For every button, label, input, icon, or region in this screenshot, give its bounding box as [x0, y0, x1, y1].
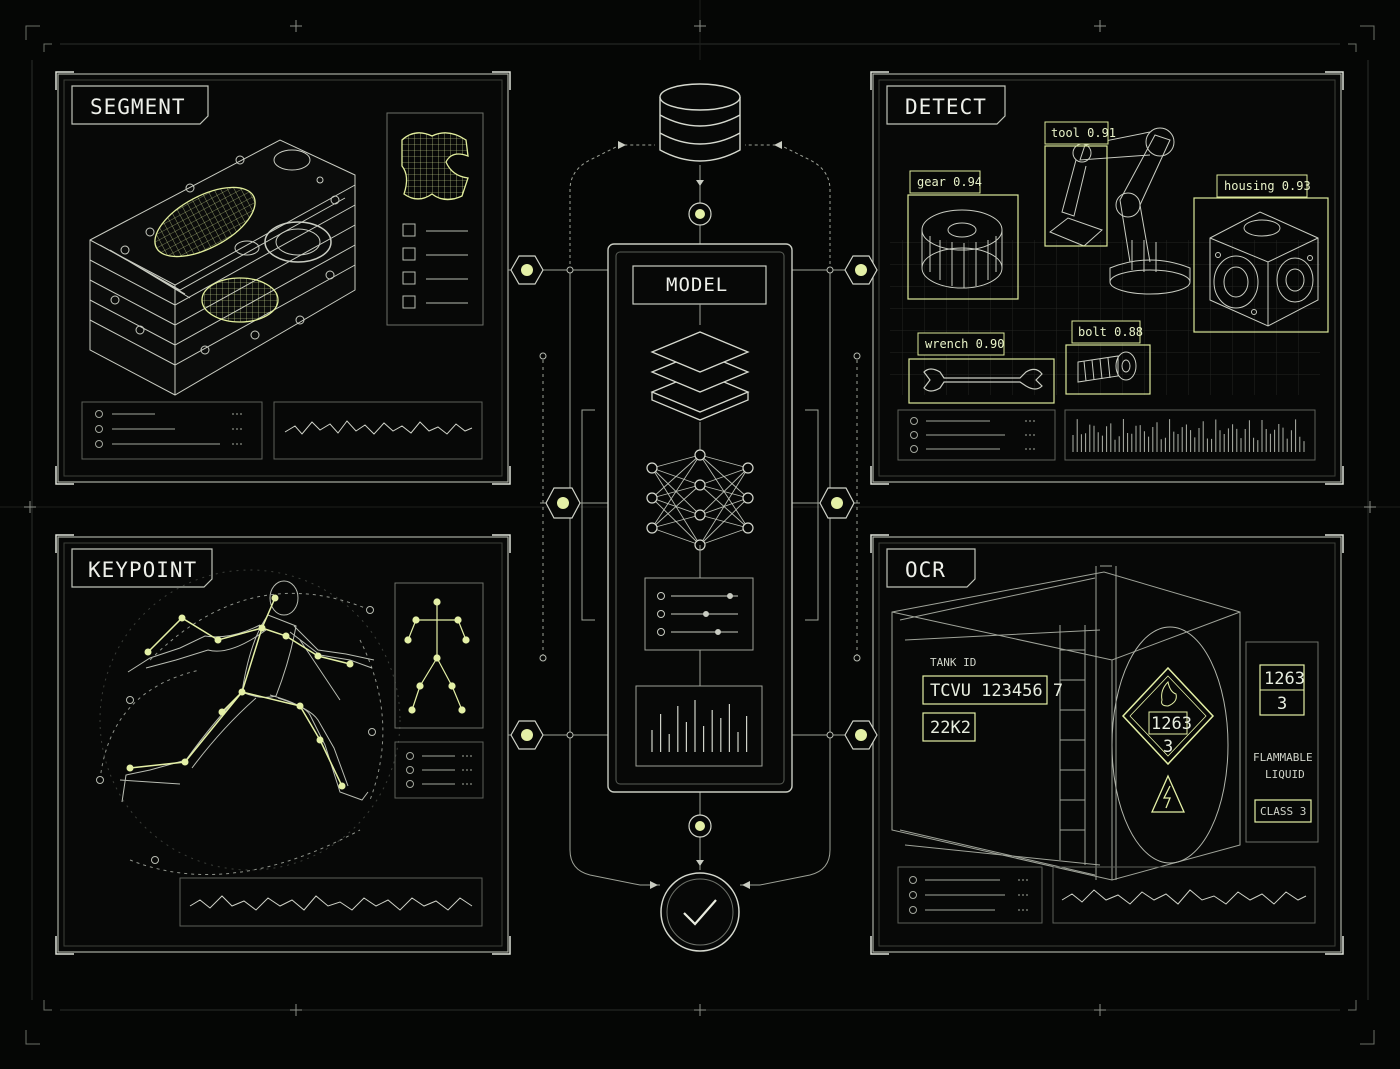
keypoint-orbit-nodes — [96, 606, 376, 864]
model-settings-card — [644, 577, 754, 651]
detect-legend-card — [897, 409, 1056, 461]
ocr-legend-card — [897, 866, 1043, 924]
robot-arm-illustration — [1049, 127, 1191, 295]
runner-wireframe — [119, 580, 375, 803]
keypoint-orbit — [99, 569, 401, 876]
network-node — [646, 462, 658, 474]
detect-histogram — [1064, 409, 1316, 461]
bolt-illustration — [1077, 351, 1137, 383]
detection-boxes: gear 0.94 tool 0.91 housing 0.93 wrench … — [907, 121, 1329, 404]
hex-node-right-mid — [819, 487, 855, 519]
detect-floor-grid — [890, 240, 1320, 395]
network-node — [646, 492, 658, 504]
database-icon — [659, 83, 741, 162]
segment-legend-card — [81, 401, 263, 460]
connector-small-nodes — [539, 266, 861, 739]
ocr-tank-id-group: TANK ID TCVU 123456 7 22K2 — [922, 656, 1063, 742]
gear-illustration — [921, 209, 1003, 289]
ocr-panel: OCR — [870, 534, 1344, 955]
detection-label-tool: tool 0.91 — [1051, 126, 1116, 140]
tank-type-code: 22K2 — [930, 718, 971, 738]
segment-mask-thumbnail — [401, 132, 469, 201]
vertical-node-bottom — [688, 814, 712, 838]
detect-title-tab — [886, 85, 1006, 125]
network-node — [694, 509, 706, 521]
hex-node-ocr — [844, 720, 878, 750]
detection-housing: housing 0.93 — [1193, 174, 1329, 333]
network-node — [742, 522, 754, 534]
neural-network-icon — [651, 454, 749, 546]
segment-title-tab — [71, 85, 209, 125]
layers-icon — [650, 331, 750, 421]
network-node — [694, 449, 706, 461]
detection-label-wrench: wrench 0.90 — [925, 337, 1004, 351]
flammable-label-2: LIQUID — [1265, 768, 1305, 781]
segment-title: SEGMENT — [90, 95, 186, 119]
detection-bolt: bolt 0.88 — [1065, 320, 1151, 395]
segmented-part-illustration — [89, 139, 356, 396]
keypoint-signal-plot — [179, 877, 483, 927]
keypoint-panel: KEYPOINT — [55, 534, 511, 955]
detection-tool: tool 0.91 — [1044, 121, 1116, 247]
hazard-un-number: 1263 — [1151, 714, 1192, 734]
detection-gear: gear 0.94 — [907, 170, 1019, 300]
vertical-node-top — [688, 202, 712, 226]
segment-class-checklist — [402, 223, 468, 309]
network-node — [742, 462, 754, 474]
detection-label-housing: housing 0.93 — [1224, 179, 1311, 193]
tank-id-label: TANK ID — [930, 656, 976, 669]
keypoint-legend-card — [394, 741, 484, 799]
wrench-illustration — [923, 368, 1043, 392]
hex-node-left-mid — [545, 487, 581, 519]
high-voltage-icon — [1150, 774, 1186, 813]
placard-un-number: 1263 — [1264, 669, 1305, 689]
detection-label-gear: gear 0.94 — [917, 175, 982, 189]
flame-icon — [1161, 680, 1177, 707]
detection-wrench: wrench 0.90 — [908, 332, 1055, 404]
model-output-histogram — [635, 685, 763, 767]
ocr-title: OCR — [905, 558, 946, 582]
network-node — [694, 479, 706, 491]
hex-node-keypoint — [510, 720, 544, 750]
check-circle-icon — [660, 872, 740, 952]
neural-network-nodes — [646, 449, 754, 551]
ocr-signal-plot — [1052, 866, 1316, 924]
model-title: MODEL — [666, 274, 728, 296]
ocr-title-tab — [886, 548, 976, 588]
detection-label-bolt: bolt 0.88 — [1078, 325, 1143, 339]
class-label: CLASS 3 — [1260, 805, 1306, 818]
segment-sidebar — [386, 112, 484, 326]
hex-node-segment — [510, 255, 544, 285]
runner-joints — [126, 594, 354, 790]
tank-container-illustration — [891, 565, 1241, 881]
ocr-side-card: 1263 3 FLAMMABLE LIQUID CLASS 3 — [1245, 641, 1319, 843]
hazard-class-number: 3 — [1163, 737, 1173, 757]
placard-class-number: 3 — [1277, 694, 1287, 714]
housing-illustration — [1209, 211, 1319, 327]
crosshair-marks — [24, 20, 1376, 1016]
segment-signal-plot — [273, 401, 483, 460]
network-node — [646, 522, 658, 534]
tank-id-value: TCVU 123456 7 — [930, 681, 1063, 701]
network-node — [742, 492, 754, 504]
flammable-label-1: FLAMMABLE — [1253, 751, 1313, 764]
detect-title: DETECT — [905, 95, 987, 119]
connector-arrows — [618, 141, 782, 889]
keypoint-title-tab — [71, 548, 213, 588]
hex-node-detect — [844, 255, 878, 285]
hazard-diamond: 1263 3 — [1121, 666, 1215, 766]
keypoint-title: KEYPOINT — [88, 558, 197, 582]
skeleton-thumbnail — [394, 582, 484, 729]
